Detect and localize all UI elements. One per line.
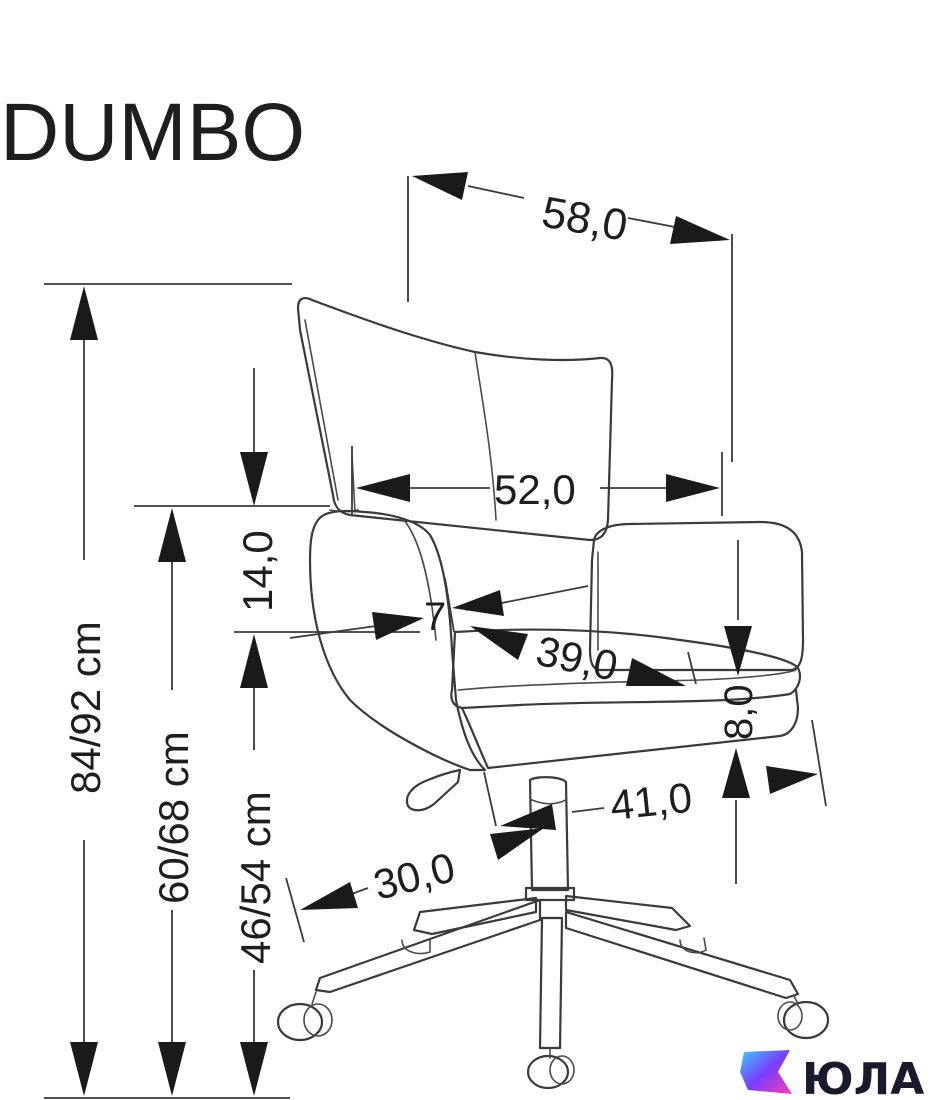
label-overall-depth: 58,0	[538, 188, 631, 251]
right-armrest	[588, 520, 805, 672]
chair-outline	[276, 297, 830, 1090]
label-seat-height: 46/54 cm	[232, 791, 279, 964]
dimension-labels: 58,0 52,0 14,0 7 39,0 8,0 41,0 30,0 84/9…	[62, 188, 761, 964]
caster-front	[526, 1047, 575, 1090]
label-seat-thickness: 8,0	[717, 684, 761, 740]
yula-logo: ЮЛА	[740, 1050, 924, 1100]
product-title: DUMBO	[0, 87, 305, 178]
base-leg-left	[314, 898, 542, 994]
base-leg-right	[564, 910, 800, 1000]
gas-lift	[528, 776, 570, 892]
label-seat-depth: 39,0	[532, 627, 622, 690]
label-armrest-height: 60/68 cm	[150, 731, 197, 904]
backrest	[296, 297, 614, 542]
label-base-radius: 30,0	[369, 843, 460, 908]
left-armrest	[308, 509, 487, 772]
base-leg-back-right	[564, 894, 692, 932]
tilt-lever	[405, 768, 462, 812]
yula-wordmark: ЮЛА	[802, 1054, 924, 1100]
base-leg-back-left	[412, 896, 538, 936]
label-total-height: 84/92 cm	[62, 621, 109, 794]
caster-right	[777, 995, 830, 1040]
dimension-lines	[44, 172, 827, 1099]
caster-left	[276, 991, 333, 1042]
label-armrest-gap: 41,0	[608, 774, 694, 829]
label-seat-angle: 7	[424, 595, 446, 639]
seat-cushion	[450, 628, 801, 710]
yula-logo-icon	[740, 1050, 792, 1094]
label-seat-width: 52,0	[494, 466, 576, 513]
label-backrest-height: 14,0	[234, 530, 281, 612]
base-leg-front	[538, 916, 564, 1050]
